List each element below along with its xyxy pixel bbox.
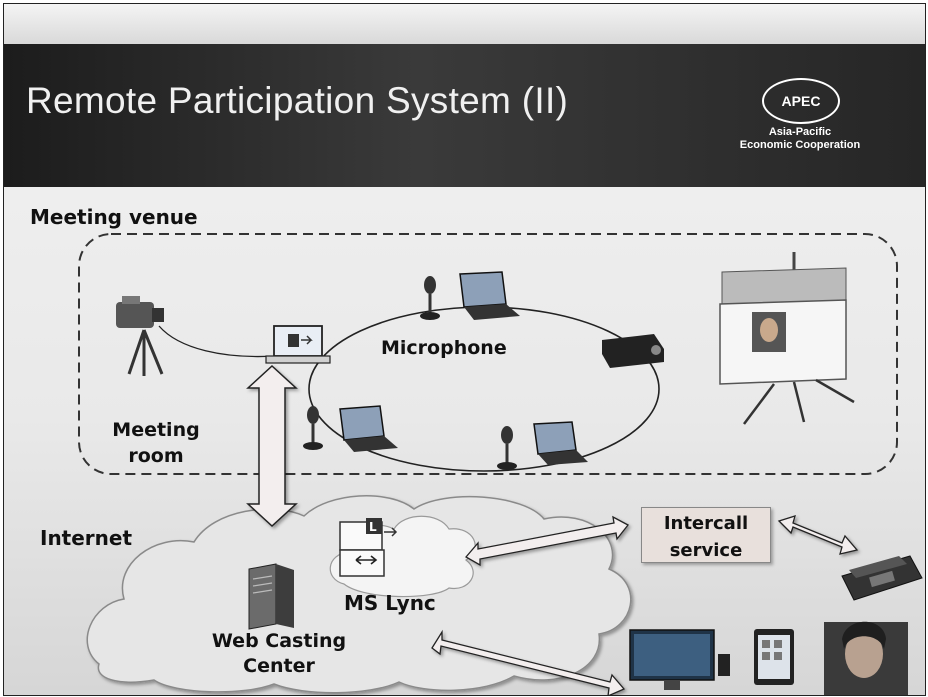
server-icon bbox=[248, 563, 294, 630]
apec-logo: APEC Asia-Pacific Economic Cooperation bbox=[720, 78, 880, 168]
diagram-canvas: L bbox=[78, 233, 923, 695]
cloud-devices-arrow bbox=[431, 629, 626, 695]
meeting-room-label-line1: Meeting bbox=[112, 419, 200, 441]
lync-logo-icon: L bbox=[339, 518, 398, 577]
laptop-icon bbox=[265, 325, 331, 364]
intercall-label-line1: Intercall bbox=[663, 513, 749, 534]
microphone-icon bbox=[420, 276, 440, 320]
microphone-icon bbox=[497, 426, 517, 470]
projection-screen-icon bbox=[719, 252, 855, 425]
web-casting-label-line1: Web Casting bbox=[211, 630, 347, 652]
banner-top-strip bbox=[4, 4, 925, 44]
lync-intercall-arrow bbox=[464, 515, 629, 567]
ms-lync-label: MS Lync bbox=[344, 591, 436, 615]
desktop-computer-icon bbox=[629, 629, 730, 690]
desk-phone-icon bbox=[841, 555, 923, 601]
internet-cloud bbox=[86, 495, 632, 694]
intercall-service-box: Intercall service bbox=[641, 507, 771, 563]
web-casting-center-label: Web Casting Center bbox=[204, 629, 354, 679]
apec-name-line2: Economic Cooperation bbox=[739, 139, 861, 151]
tablet-icon bbox=[754, 629, 794, 685]
laptop-icon bbox=[459, 271, 520, 320]
internet-label: Internet bbox=[40, 526, 133, 550]
microphone-label: Microphone bbox=[381, 337, 507, 359]
person-photo-icon bbox=[824, 621, 908, 695]
intercall-phone-arrow bbox=[777, 515, 859, 555]
apec-logo-mark: APEC bbox=[762, 78, 840, 124]
web-casting-label-line2: Center bbox=[243, 655, 315, 677]
apec-name-line1: Asia-Pacific bbox=[768, 126, 832, 138]
intercall-label-line2: service bbox=[669, 540, 743, 561]
meeting-venue-label: Meeting venue bbox=[30, 205, 198, 229]
camera-cable bbox=[158, 325, 277, 358]
slide-title: Remote Participation System (II) bbox=[26, 80, 569, 121]
laptop-icon bbox=[533, 421, 588, 465]
laptop-icon bbox=[339, 405, 398, 452]
slide: Remote Participation System (II) APEC As… bbox=[3, 3, 926, 696]
meeting-venue-boundary bbox=[78, 233, 898, 475]
projector-icon bbox=[602, 334, 664, 368]
svg-text:L: L bbox=[369, 520, 377, 534]
video-camera-icon bbox=[116, 296, 164, 376]
title-banner: Remote Participation System (II) APEC As… bbox=[4, 4, 925, 187]
laptop-cloud-arrow bbox=[246, 364, 298, 528]
apec-logo-name: Asia-Pacific Economic Cooperation bbox=[720, 126, 880, 152]
meeting-room-label: Meeting room bbox=[104, 417, 208, 469]
microphone-icon bbox=[303, 406, 323, 450]
meeting-room-label-line2: room bbox=[128, 445, 184, 467]
